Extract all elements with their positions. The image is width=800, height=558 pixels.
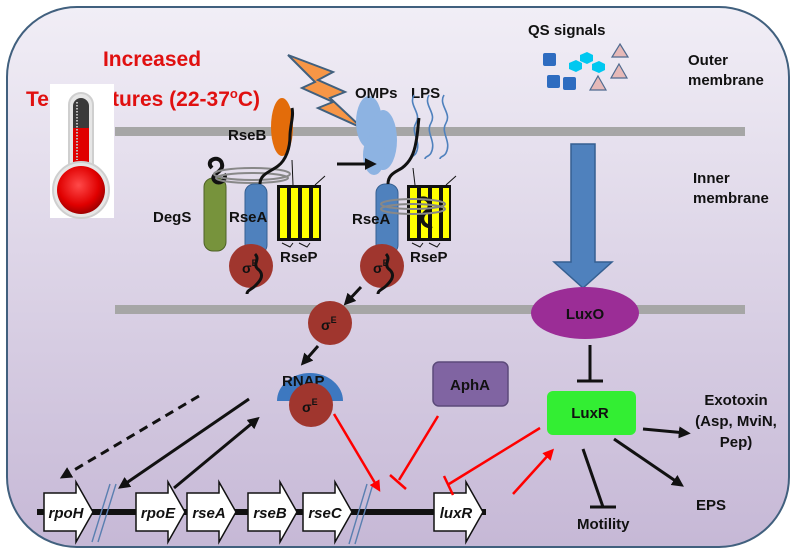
qs-signals-label: QS signals <box>528 22 606 39</box>
rsea-tether-2 <box>380 198 446 215</box>
gene-label: luxR <box>440 505 473 522</box>
luxr-autorepression <box>442 426 541 496</box>
arrow-to-exotoxin <box>642 426 691 439</box>
rseb-label: RseB <box>228 127 267 144</box>
gene-label: rseA <box>192 505 225 522</box>
rsea-cytoplasmic-tail-2 <box>376 252 394 295</box>
rsep-label-2: RseP <box>410 249 448 266</box>
gene-arrow-shape <box>43 479 94 545</box>
gene-rpoH: rpoH <box>43 479 94 545</box>
qs-signal-molecules <box>543 42 630 91</box>
apha-protein <box>432 361 509 407</box>
rsea-periplasmic-tail-1 <box>258 107 295 185</box>
rsep-label: RseP <box>280 249 318 266</box>
rsea-label: RseA <box>229 209 268 226</box>
gene-arrow-shape <box>247 479 298 545</box>
inner-membrane-label-2: membrane <box>693 190 769 207</box>
degs-label: DegS <box>153 209 191 226</box>
inner-membrane <box>115 305 745 314</box>
luxr-protein-label: LuxR <box>571 405 609 422</box>
gene-arrow-shape <box>135 479 186 545</box>
rsep-protein <box>277 159 326 248</box>
gene-cluster: rpoH rpoE rseA rseB rseC luxR <box>43 479 484 545</box>
dashed-arrow-to-rpoh <box>59 394 200 479</box>
apha-label: AphA <box>450 377 490 394</box>
title-line1: Increased <box>103 48 201 71</box>
gene-arrow-shape <box>186 479 237 545</box>
gene-label: rseC <box>308 505 343 522</box>
gene-rseB: rseB <box>247 479 298 545</box>
sigma-e-label-rnap: σE <box>302 397 318 415</box>
gene-label: rseB <box>253 505 287 522</box>
luxo-protein <box>531 287 639 339</box>
arrow-to-eps <box>613 437 684 487</box>
motility-label: Motility <box>577 516 630 533</box>
gene-luxR: luxR <box>433 479 484 545</box>
luxo-label: LuxO <box>566 306 605 323</box>
apha-repression <box>389 415 440 490</box>
sigma-e-label-free: σE <box>321 315 337 333</box>
rsea-degs-tether <box>213 167 291 184</box>
binding-arrow <box>300 345 320 366</box>
gene-rseC: rseC <box>302 479 353 545</box>
qs-signal-transduction-arrow <box>552 143 614 290</box>
motility-repression <box>581 448 616 509</box>
exotoxin-label-3: Pep) <box>720 434 753 451</box>
gene-rseA: rseA <box>186 479 237 545</box>
gene-rpoE: rpoE <box>135 479 186 545</box>
lps-label: LPS <box>411 85 440 102</box>
inner-membrane-label: Inner <box>693 170 730 187</box>
degs-protein <box>203 177 227 252</box>
gene-arrow-shape <box>433 479 484 545</box>
rseb-protein <box>271 98 293 156</box>
omps-label: OMPs <box>355 85 398 102</box>
sigma-e-free <box>308 301 352 345</box>
dna-break-2 <box>348 483 374 545</box>
eps-label: EPS <box>696 497 726 514</box>
gene-arrow-shape <box>302 479 353 545</box>
dna-break-1 <box>91 483 117 543</box>
sigma-e-rnap <box>289 383 333 427</box>
outer-membrane-label: Outer <box>688 52 728 69</box>
rsea-cytoplasmic-tail-1 <box>245 252 263 295</box>
rsea-periplasmic-tail-2 <box>386 117 421 185</box>
sigma-e-to-luxr-promoter-arrow <box>332 413 381 492</box>
exotoxin-label: Exotoxin <box>704 392 767 409</box>
arrow-to-rpoe <box>118 397 250 489</box>
luxr-protein <box>547 391 636 435</box>
arrow-from-rpoe <box>173 416 260 490</box>
thermometer-icon <box>50 84 114 219</box>
gene-label: rpoH <box>49 505 85 522</box>
outer-membrane-label-2: membrane <box>688 72 764 89</box>
release-arrow <box>343 285 363 306</box>
luxr-gene-to-protein-arrow <box>512 448 555 495</box>
rsea-label-2: RseA <box>352 211 391 228</box>
luxo-represses-luxr <box>577 345 603 383</box>
exotoxin-label-2: (Asp, MviN, <box>695 413 777 430</box>
gene-label: rpoE <box>141 505 176 522</box>
